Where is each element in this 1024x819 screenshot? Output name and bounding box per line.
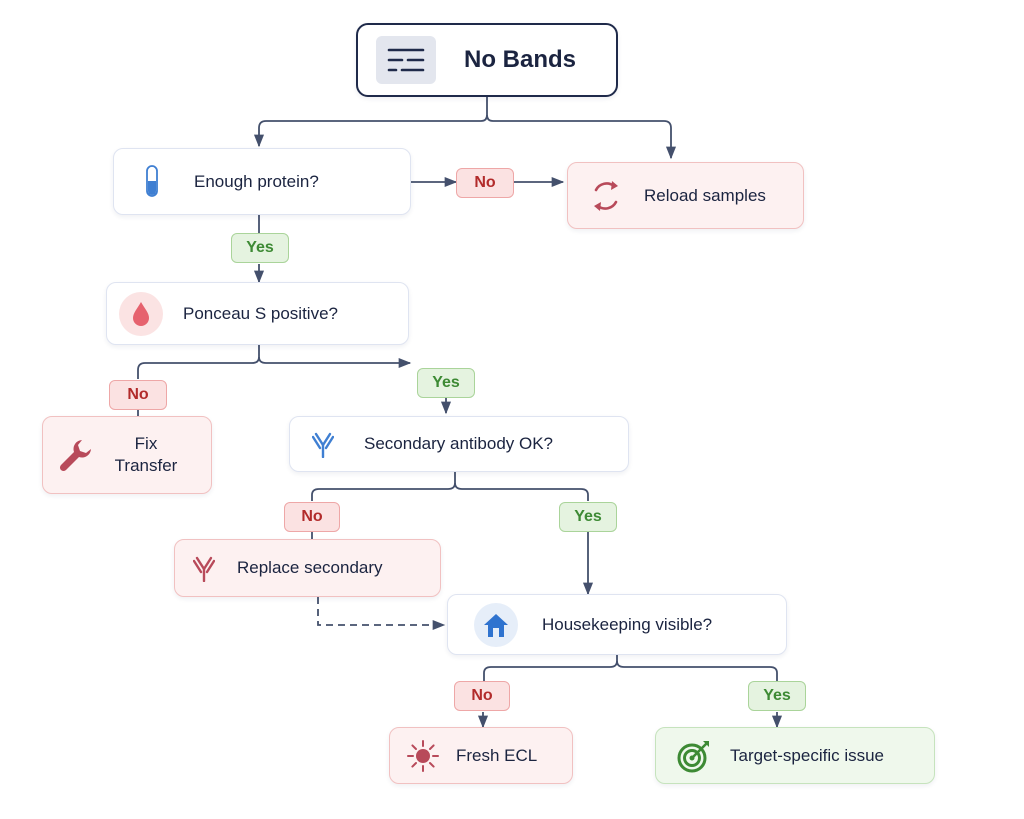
edge-housekeeping-to-no xyxy=(483,655,618,681)
droplet-icon xyxy=(119,291,163,336)
reload-arrows-icon xyxy=(588,178,624,214)
edge-secondary-to-yes xyxy=(454,482,589,501)
badge-yes-ponceau: Yes xyxy=(417,368,475,398)
node-enough-protein[interactable]: Enough protein? xyxy=(113,148,411,215)
wrench-icon xyxy=(57,436,95,474)
node-fresh-ecl[interactable]: Fresh ECL xyxy=(389,727,573,784)
node-target-issue[interactable]: Target-specific issue xyxy=(655,727,935,784)
edge-start-to-reload xyxy=(486,114,677,160)
node-label-line-1: Fix xyxy=(134,434,158,453)
node-label: Housekeeping visible? xyxy=(542,614,713,634)
blot-bands-icon xyxy=(376,36,436,84)
edge-housekeeping-to-yes xyxy=(616,660,778,681)
node-housekeeping[interactable]: Housekeeping visible? xyxy=(447,594,787,655)
node-ponceau[interactable]: Ponceau S positive? xyxy=(106,282,409,345)
node-fix-transfer[interactable]: Fix Transfer xyxy=(42,416,212,494)
antibody-icon xyxy=(193,554,215,582)
node-label: Ponceau S positive? xyxy=(183,303,338,323)
badge-no-ponceau: No xyxy=(109,380,167,410)
node-label: Target-specific issue xyxy=(730,745,885,765)
antibody-icon xyxy=(312,430,334,458)
node-label: Fix Transfer xyxy=(95,433,197,477)
node-label: Reload samples xyxy=(644,185,766,205)
edge-ponceau-to-no xyxy=(137,345,260,379)
node-label: Fresh ECL xyxy=(456,745,538,765)
badge-no-housekeeping: No xyxy=(454,681,510,711)
node-label: Replace secondary xyxy=(237,558,383,577)
node-label: Secondary antibody OK? xyxy=(364,434,554,453)
node-label: No Bands xyxy=(464,46,577,73)
badge-no-protein: No xyxy=(456,168,514,198)
badge-yes-secondary: Yes xyxy=(559,502,617,532)
node-replace-secondary[interactable]: Replace secondary xyxy=(174,539,441,597)
badge-no-secondary: No xyxy=(284,502,340,532)
edge-replace-to-housekeeping xyxy=(317,597,446,631)
edge-start-to-protein xyxy=(253,97,488,148)
node-reload-samples[interactable]: Reload samples xyxy=(567,162,804,229)
test-tube-icon xyxy=(144,164,160,199)
house-icon xyxy=(474,602,518,647)
edge-secondary-to-no xyxy=(311,472,456,501)
node-label-line-2: Transfer xyxy=(114,456,178,475)
badge-yes-protein: Yes xyxy=(231,233,289,263)
edge-ponceau-to-right xyxy=(258,356,412,369)
node-no-bands[interactable]: No Bands xyxy=(356,23,618,97)
sun-burst-icon xyxy=(406,739,440,773)
badge-yes-housekeeping: Yes xyxy=(748,681,806,711)
node-label: Enough protein? xyxy=(194,171,319,191)
target-icon xyxy=(676,738,712,774)
node-secondary-ok[interactable]: Secondary antibody OK? xyxy=(289,416,629,472)
